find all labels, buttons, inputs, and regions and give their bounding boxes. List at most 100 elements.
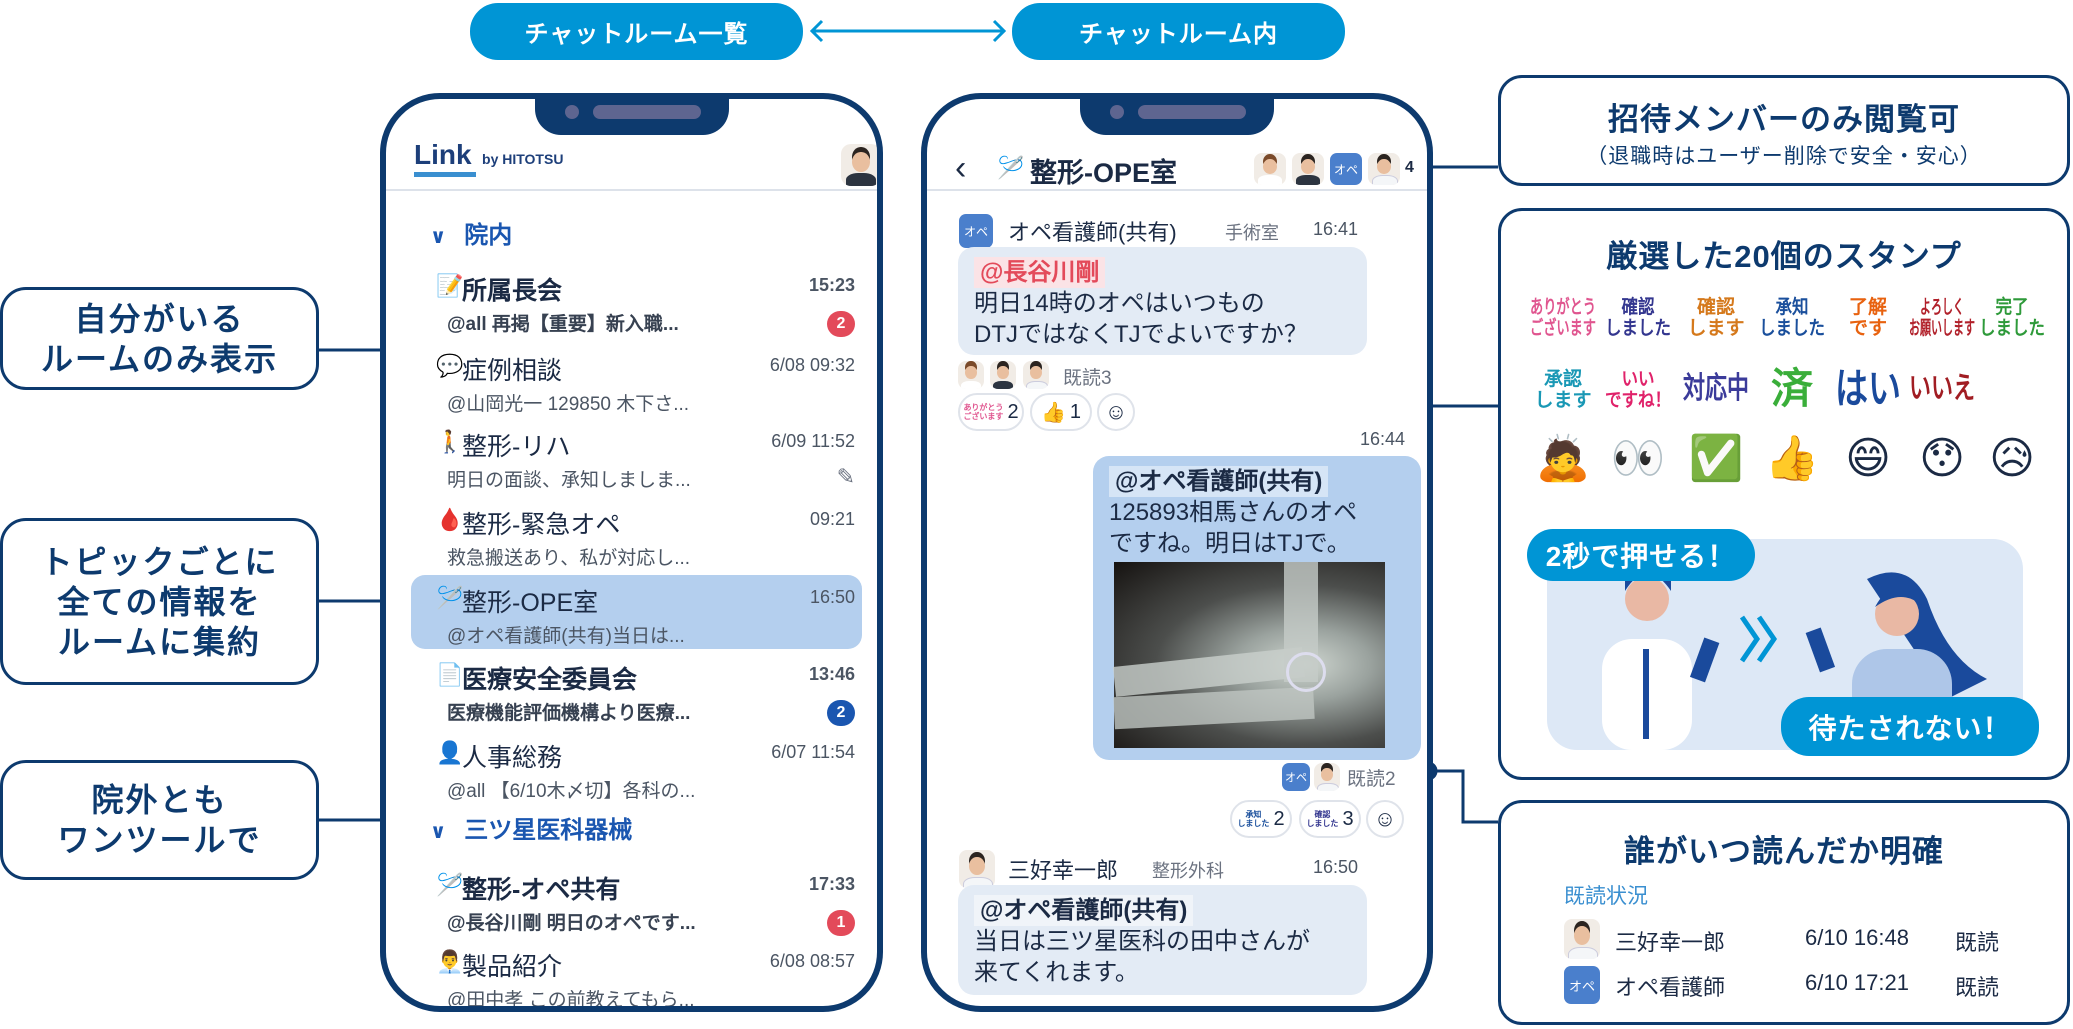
unread-badge: 1	[827, 910, 855, 936]
message-bubble: @長谷川剛 明日14時のオペはいつもの DTJではなくTJでよいですか？	[958, 247, 1367, 355]
bowing-person-icon: 🙇	[1535, 434, 1591, 483]
stamp: ありがとう ございます	[1530, 297, 1597, 339]
stamp: はい	[1835, 365, 1902, 412]
add-reaction-button[interactable]: ☺	[1366, 800, 1404, 838]
mention[interactable]: @オペ看護師(共有)	[1109, 466, 1329, 497]
needle-thread-icon: 🪡	[436, 585, 464, 610]
room-title: 医療安全委員会	[462, 666, 638, 694]
mention[interactable]: @長谷川剛	[974, 257, 1106, 288]
room-time: 13:46	[808, 664, 855, 684]
section-header[interactable]: ∨ 院内	[430, 215, 512, 250]
section-header[interactable]: ∨三ツ星医科器械	[430, 810, 632, 845]
add-emoji-icon: ☺	[1373, 806, 1397, 831]
member-count[interactable]: 4	[1405, 159, 1414, 176]
callout-members-only: 招待メンバーのみ閲覧可 （退職時はユーザー削除で安全・安心）	[1498, 75, 2070, 186]
room-last-message: @all 再掲【重要】新入職...	[447, 314, 679, 335]
reader-avatar	[1314, 763, 1340, 791]
x-ray-image[interactable]	[1112, 562, 1385, 748]
person-silhouette-icon: 👤	[436, 740, 464, 765]
room-time: 6/08 09:32	[769, 355, 855, 375]
room-last-message: @all 【6/10木〆切】各科の...	[447, 781, 696, 802]
room-last-message: 医療機能評価機構より医療...	[447, 703, 691, 724]
user-avatar[interactable]	[841, 144, 877, 186]
double-chevron-icon	[1739, 615, 1778, 663]
reader-avatar	[990, 361, 1016, 389]
callout-subtitle: （退職時はユーザー削除で安全・安心）	[1586, 145, 1982, 168]
stamp: 完了 しました	[1979, 297, 2046, 339]
room-title: 製品紹介	[462, 953, 563, 981]
stamp: 了解 です	[1849, 297, 1888, 339]
needle-thread-icon: 🪡	[997, 155, 1025, 180]
office-worker-icon: 👨‍💼	[436, 949, 464, 974]
read-status: 既読	[1955, 975, 2000, 1000]
member-avatar[interactable]	[1254, 153, 1286, 185]
grinning-face-icon: 😄	[1845, 434, 1891, 483]
callout-title: 誰がいつ読んだか明確	[1624, 834, 1944, 869]
reader-avatar	[958, 361, 984, 389]
room-time: 6/07 11:54	[771, 742, 855, 762]
stamp: 済	[1771, 365, 1814, 412]
speech-bubble-icon: 💬	[436, 353, 464, 378]
room-time: 15:23	[808, 275, 855, 295]
section-label: 院内	[464, 222, 513, 249]
stamp: 承認 します	[1534, 369, 1592, 411]
message-text: 125893相馬さんのオペ	[1109, 499, 1358, 526]
stamp: 確認 します	[1687, 297, 1745, 339]
member-avatar[interactable]	[1292, 153, 1324, 185]
sad-sweat-face-icon: 😥	[1989, 434, 2035, 483]
member-avatar[interactable]	[1368, 153, 1400, 185]
room-time: 6/09 11:52	[771, 431, 855, 451]
read-count[interactable]: 既読3	[1063, 368, 1112, 389]
check-mark-icon: ✅	[1688, 434, 1744, 483]
message-text: 明日14時のオペはいつもの	[974, 290, 1265, 317]
pill-no-waiting: 待たされない！	[1781, 697, 2039, 756]
back-button[interactable]: ‹	[955, 149, 967, 187]
sender-dept: 整形外科	[1152, 861, 1224, 881]
stamp: 確認 しました	[1605, 297, 1672, 339]
sender-name: オペ看護師(共有)	[1008, 220, 1177, 245]
sender-avatar[interactable]	[959, 850, 995, 888]
thumbs-up-icon: 👍	[1764, 434, 1820, 483]
chevron-down-icon: ∨	[430, 226, 447, 248]
memo-icon: 📝	[436, 273, 464, 298]
message-bubble: @オペ看護師(共有) 当日は三ツ星医科の田中さんが 来てくれます。	[958, 885, 1367, 995]
sender-avatar[interactable]: オペ	[959, 214, 993, 248]
reader-avatar-ope: オペ	[1282, 763, 1310, 791]
unread-badge: 2	[827, 700, 855, 726]
mention[interactable]: @オペ看護師(共有)	[974, 895, 1194, 926]
room-item[interactable]: 🩸整形-緊急オペ 09:21 救急搬送あり、私が対応し...	[386, 505, 877, 581]
reader-avatar	[1564, 919, 1600, 959]
add-emoji-icon: ☺	[1104, 399, 1128, 424]
reader-avatar-ope: オペ	[1564, 966, 1600, 1004]
room-time: 16:50	[809, 587, 855, 607]
room-last-message: 救急搬送あり、私が対応し...	[447, 548, 691, 569]
blood-drop-icon: 🩸	[436, 507, 464, 532]
tab-chat-room-inside: チャットルーム内	[1012, 3, 1345, 60]
member-avatar-ope[interactable]: オペ	[1330, 153, 1362, 185]
read-count[interactable]: 既読2	[1347, 769, 1396, 790]
header-divider	[927, 189, 1427, 191]
message-time: 16:44	[1359, 429, 1405, 449]
room-title: 整形-緊急オペ	[462, 511, 621, 539]
room-last-message: @田中孝 この前教えてもら...	[447, 990, 695, 1011]
callout-external: 院外とも ワンツールで	[0, 760, 319, 880]
room-time: 09:21	[809, 509, 855, 529]
read-status: 既読	[1955, 930, 2000, 955]
message-text: ですね。明日はTJで。	[1109, 530, 1351, 557]
room-last-message: @長谷川剛 明日のオペです...	[447, 913, 696, 934]
reaction-thumbs-up[interactable]: 👍1	[1030, 393, 1092, 431]
add-reaction-button[interactable]: ☺	[1097, 393, 1135, 431]
doctor-figure	[1602, 568, 1720, 750]
unread-badge: 2	[827, 311, 855, 337]
